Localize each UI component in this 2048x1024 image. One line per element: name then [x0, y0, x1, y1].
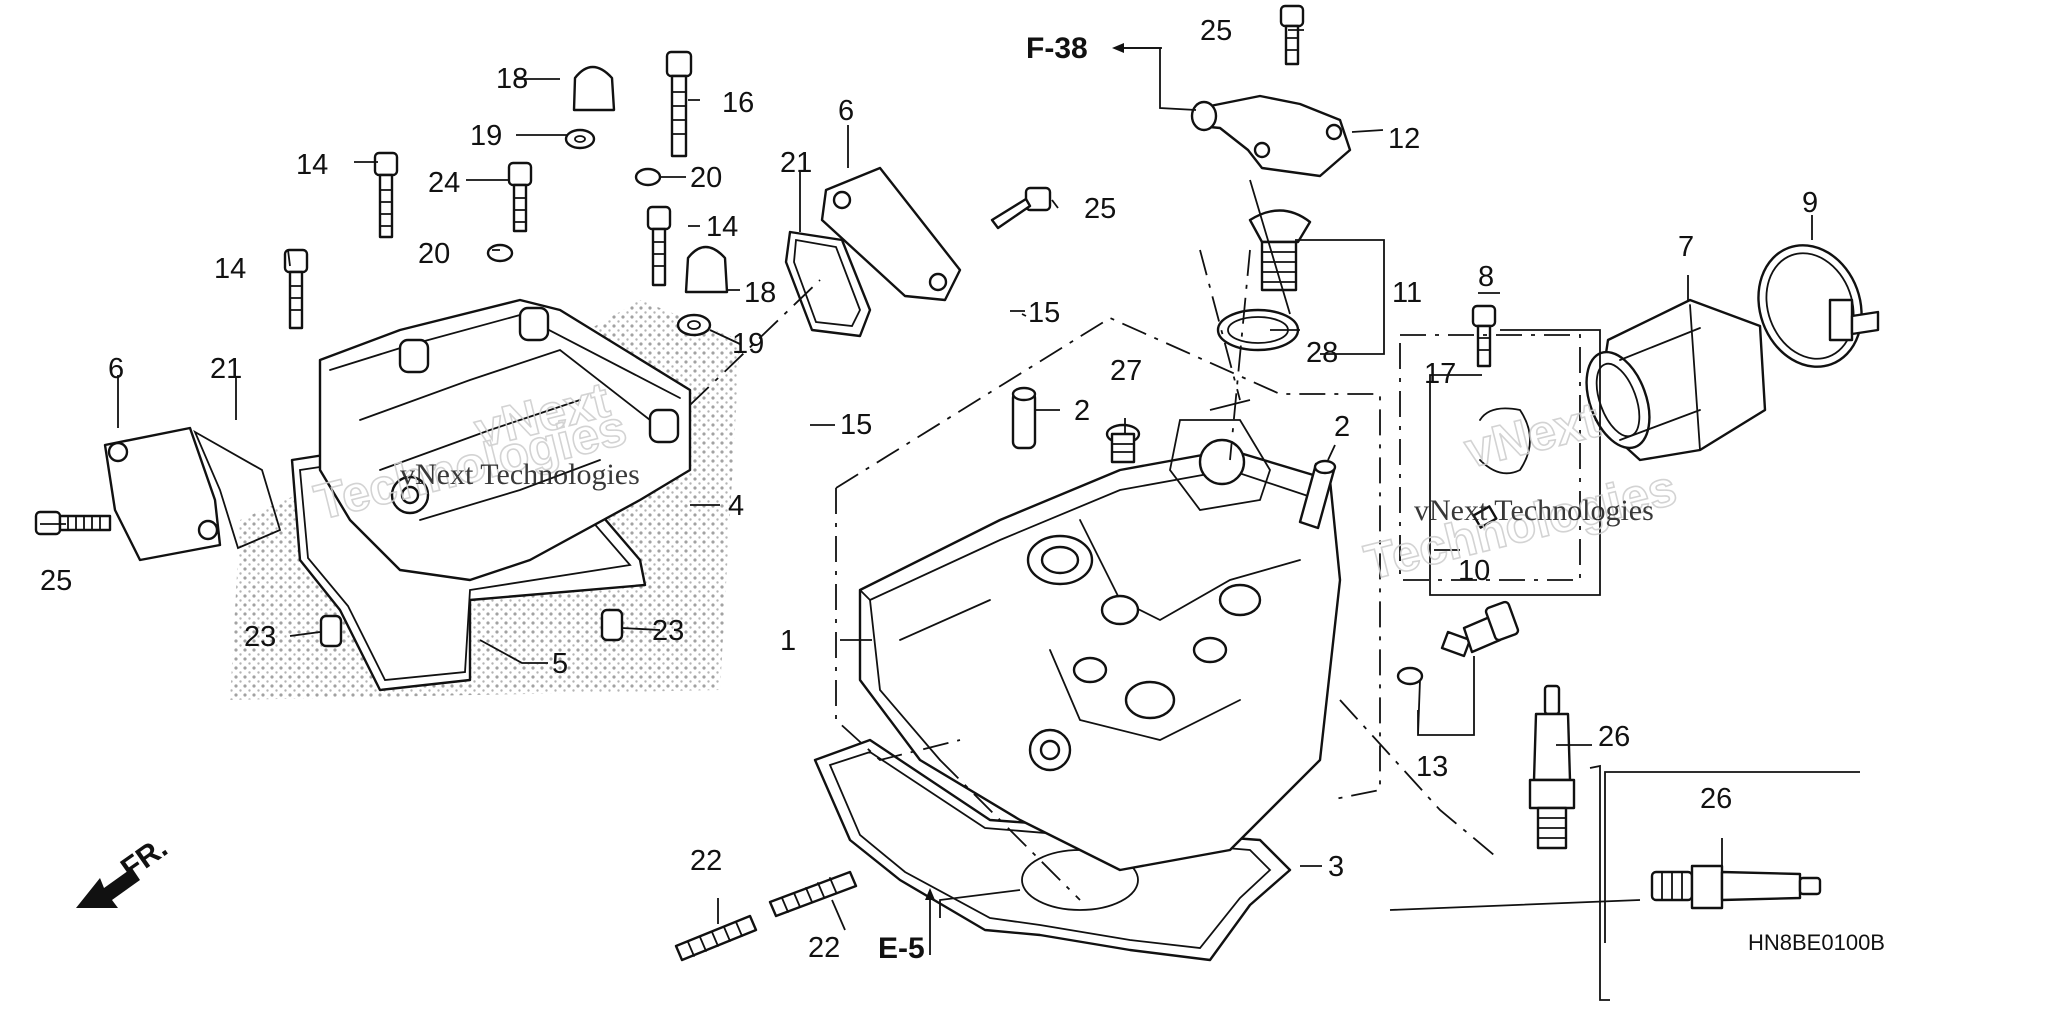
bolt-24: [507, 161, 533, 233]
callout-23-right: 23: [652, 615, 684, 647]
callout-13: 13: [1416, 751, 1448, 783]
callout-27: 27: [1110, 355, 1142, 387]
callout-9: 9: [1802, 187, 1818, 219]
bolt-25-left: [34, 510, 112, 536]
cylinder-head-group: [674, 386, 1342, 962]
callout-22-right: 22: [808, 932, 840, 964]
oil-plug-27: [1105, 423, 1141, 464]
callout-6-left: 6: [108, 353, 124, 385]
watermark-brand-right: vNext: [1459, 391, 1605, 478]
breather-gasket-left: [193, 429, 282, 550]
ref-f38-label: F-38: [1026, 32, 1088, 65]
callout-14-a: 14: [296, 149, 328, 181]
inset-frame: [1604, 771, 1860, 943]
callout-26-inset: 26: [1700, 783, 1732, 815]
callout-20-mid: 20: [418, 238, 450, 270]
callout-14-b: 14: [214, 253, 246, 285]
stud-22-left: [674, 914, 758, 962]
diagram-code: HN8BE0100B: [1748, 930, 1885, 955]
stud-22-right: [768, 870, 858, 918]
sensor-washer: [1396, 666, 1424, 686]
temp-sensor-13: [1396, 600, 1520, 686]
callout-21-left: 21: [210, 353, 242, 385]
callout-19-top: 19: [470, 120, 502, 152]
cylinder-head-cover-group: [34, 50, 729, 692]
thermostat-cover: [1198, 94, 1352, 178]
reference-lines: [689, 249, 1581, 901]
callout-25-mid: 25: [1084, 193, 1116, 225]
callout-11: 11: [1392, 277, 1422, 309]
callout-18-mid: 18: [744, 277, 776, 309]
callout-21-top: 21: [780, 147, 812, 179]
gasket-21-top: [784, 230, 872, 338]
cap-nut-18-top: [572, 65, 616, 112]
dowel-pin-23-left: [319, 614, 343, 648]
callout-15-top: 15: [1028, 297, 1060, 329]
callout-18-top: 18: [496, 63, 528, 95]
bolt-25-top: [1279, 4, 1305, 66]
cap-nut-18-mid: [684, 245, 729, 294]
spark-plug-26-horizontal: [1650, 864, 1822, 910]
ref-arrowhead-f38: [1112, 43, 1124, 53]
callout-8: 8: [1478, 261, 1494, 293]
callout-2-right: 2: [1334, 411, 1350, 443]
callout-28: 28: [1306, 337, 1338, 369]
callout-3: 3: [1328, 851, 1344, 883]
dowel-pin-23-right: [600, 608, 624, 642]
valve-guide-2-right: [1298, 459, 1337, 530]
callout-23-left: 23: [244, 621, 276, 653]
callout-5: 5: [552, 648, 568, 680]
callout-labels: 1 2 2 3 4 5 6 6 7 8 9 10 11 12 13 14 14 …: [40, 15, 1818, 964]
washer-20-mid: [486, 243, 514, 263]
bolt-14-a: [373, 151, 399, 239]
callout-25-left: 25: [40, 565, 72, 597]
callout-12: 12: [1388, 123, 1420, 155]
valve-guide-2-left: [1011, 386, 1037, 450]
washer-19-top: [564, 128, 596, 150]
callout-1: 1: [780, 625, 796, 657]
leader-lines: [40, 29, 1813, 1001]
clamp-10: [1479, 407, 1531, 475]
spark-plug-26-upright: [1528, 684, 1576, 850]
watermark-line-right: vNext Technologies: [1414, 494, 1654, 527]
bolt-16: [665, 50, 693, 158]
bolt-25-mid: [990, 186, 1052, 230]
breather-cover-top-group: [784, 166, 1052, 338]
callout-24: 24: [428, 167, 460, 199]
bolt-17: [1471, 304, 1497, 368]
washer-20-top: [634, 167, 662, 187]
insulator-group: [1471, 244, 1880, 529]
callout-26-upright: 26: [1598, 721, 1630, 753]
callout-7: 7: [1678, 231, 1694, 263]
callout-14-c: 14: [706, 211, 738, 243]
bolt-14-c: [646, 205, 672, 287]
breather-cover-top: [820, 166, 962, 302]
callout-17: 17: [1424, 358, 1456, 390]
callout-2-left: 2: [1074, 395, 1090, 427]
ref-arrowhead-e5: [925, 888, 935, 900]
watermark-line-left: vNext Technologies: [400, 458, 640, 491]
callout-22-left: 22: [690, 845, 722, 877]
callout-10: 10: [1458, 555, 1490, 587]
bolt-14-b: [283, 248, 309, 330]
thermostat: [1248, 209, 1312, 292]
washer-19-mid: [676, 313, 712, 337]
callout-15-mid: 15: [840, 409, 872, 441]
callout-4: 4: [728, 490, 744, 522]
breather-cover-left: [103, 426, 222, 562]
thermostat-group: [1190, 4, 1352, 352]
callout-6-top: 6: [838, 95, 854, 127]
callout-25-top: 25: [1200, 15, 1232, 47]
ref-e5-label: E-5: [878, 932, 925, 965]
callout-16: 16: [722, 87, 754, 119]
callout-19-mid: 19: [732, 328, 764, 360]
front-direction-arrow: FR.: [76, 831, 174, 908]
callout-20-top: 20: [690, 162, 722, 194]
